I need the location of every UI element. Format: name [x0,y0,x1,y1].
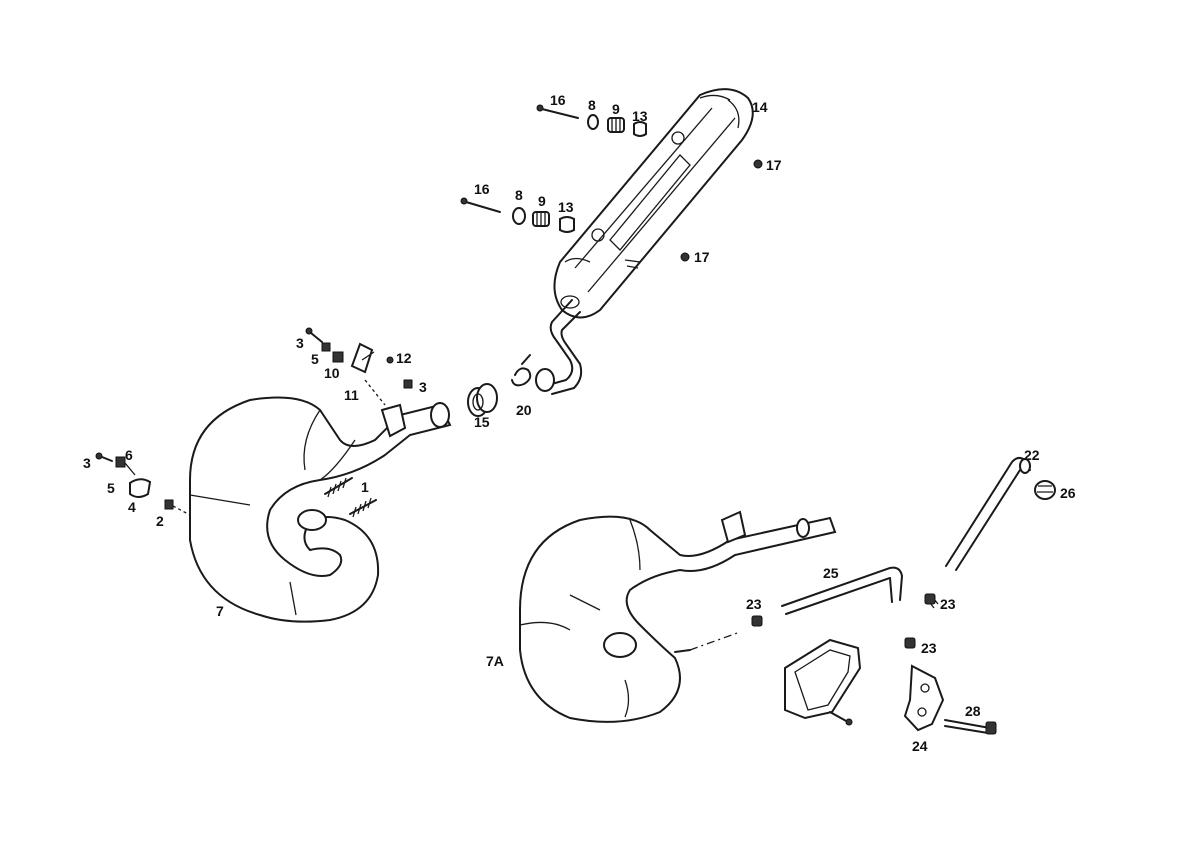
mount-hardware-upper [536,104,763,169]
pipe-25 [781,566,939,615]
label-16: 16 [550,92,566,108]
bracket-24 [903,664,997,735]
label-8: 8 [588,97,596,113]
label-26: 26 [1060,485,1076,501]
label-12: 12 [396,350,412,366]
label-11: 11 [344,387,359,403]
label-25: 25 [823,565,839,581]
fittings-23 [751,593,936,649]
label-23: 23 [921,640,937,656]
hardware-mid [305,327,413,406]
label-3: 3 [419,379,427,395]
label-17: 17 [766,157,782,173]
label-22: 22 [1024,447,1040,463]
label-5: 5 [311,351,319,367]
label-28: 28 [965,703,981,719]
expansion-chamber-7a [519,510,837,723]
label-23: 23 [940,596,956,612]
guard-plate [784,638,862,726]
callout-labels: 1 2 3 3 3 4 5 5 6 7 7A 8 8 9 9 10 11 12 … [83,92,1076,754]
label-3: 3 [83,455,91,471]
label-17: 17 [694,249,710,265]
label-13: 13 [558,199,574,215]
label-24: 24 [912,738,928,754]
springs [324,477,377,518]
label-16: 16 [474,181,490,197]
label-23: 23 [746,596,762,612]
expansion-chamber [189,396,452,623]
label-14: 14 [752,99,768,115]
label-7: 7 [216,603,224,619]
label-4: 4 [128,499,136,515]
label-15: 15 [474,414,490,430]
label-2: 2 [156,513,164,529]
label-5: 5 [107,480,115,496]
label-3: 3 [296,335,304,351]
label-13: 13 [632,108,648,124]
silencer [535,88,754,395]
mount-hardware-lower [460,197,690,262]
label-8: 8 [515,187,523,203]
coupler-and-spring [467,354,532,417]
label-9: 9 [538,193,546,209]
hardware-left [95,452,191,516]
label-1: 1 [361,479,369,495]
label-7A: 7A [486,653,504,669]
label-6: 6 [125,447,133,463]
pipe-22 [945,456,1056,571]
label-10: 10 [324,365,340,381]
label-20: 20 [516,402,532,418]
label-9: 9 [612,101,620,117]
